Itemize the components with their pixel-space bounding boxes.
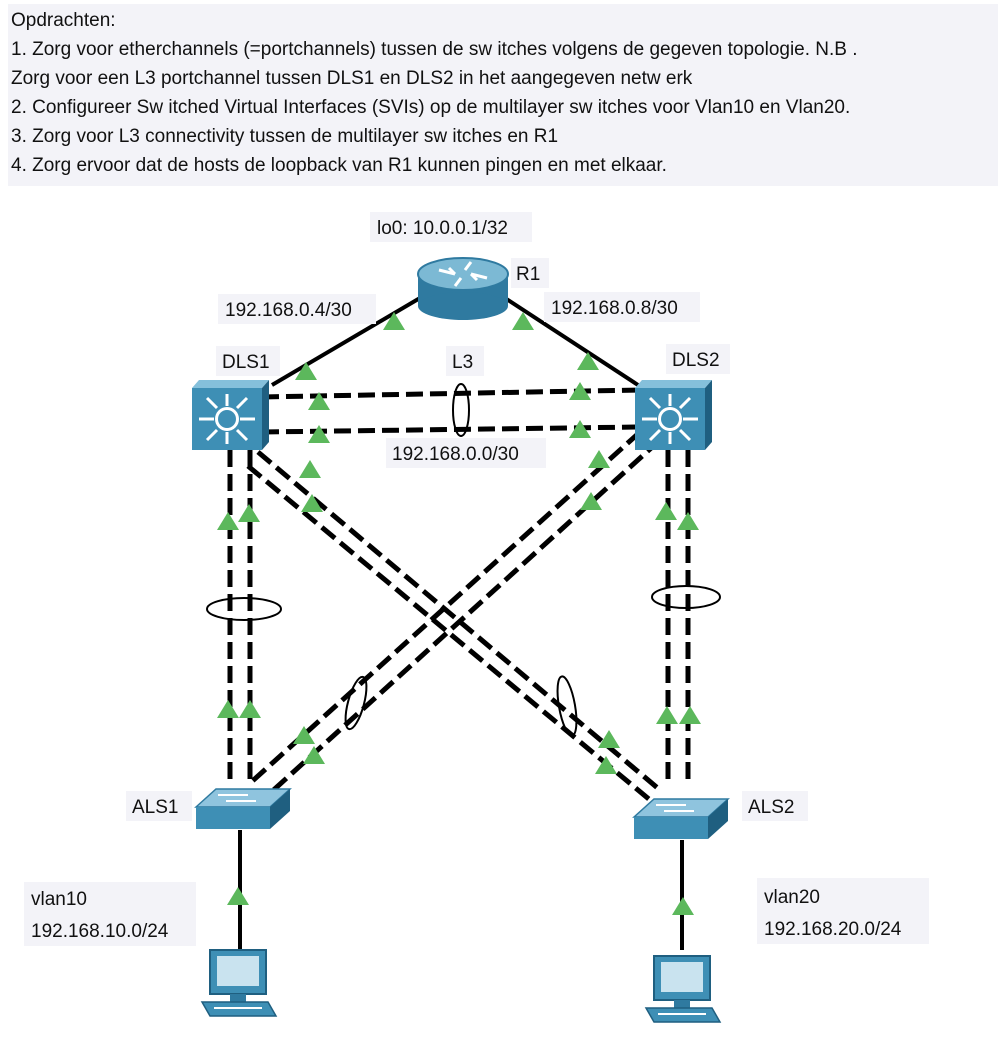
pc1-net-label: 192.168.10.0/24	[31, 921, 169, 942]
port-up-icon	[217, 700, 239, 718]
pc-icon	[645, 955, 721, 1023]
instruction-line: 4. Zorg ervoor dat de hosts de loopback …	[11, 155, 667, 176]
instruction-line: 1. Zorg voor etherchannels (=portchannel…	[11, 39, 858, 60]
pc2-net-label: 192.168.20.0/24	[764, 919, 902, 940]
port-up-icon	[598, 730, 620, 748]
port-up-icon	[677, 512, 699, 530]
r1-loopback-label: lo0: 10.0.0.1/32	[377, 218, 508, 239]
port-up-icon	[383, 312, 405, 330]
port-up-icon	[299, 460, 321, 478]
port-up-icon	[227, 887, 249, 905]
port-up-icon	[672, 897, 694, 915]
port-up-icon	[239, 700, 261, 718]
etherchannel-dls2-als2	[651, 585, 721, 609]
als2-name-label: ALS2	[748, 797, 794, 818]
port-up-icon	[217, 512, 239, 530]
instruction-line: 2. Configureer Sw itched Virtual Interfa…	[11, 97, 851, 118]
link-r1-dls2	[503, 296, 640, 387]
etherchannel-dls1-als2	[556, 675, 578, 737]
r1-dls2-net-label: 192.168.0.8/30	[551, 298, 678, 319]
port-up-icon	[569, 382, 591, 400]
port-up-icon	[595, 756, 617, 774]
port-up-icon	[679, 706, 701, 724]
switch-icon	[633, 798, 729, 840]
port-up-icon	[656, 706, 678, 724]
multilayer-switch-icon	[633, 378, 714, 452]
instruction-line: Zorg voor een L3 portchannel tussen DLS1…	[11, 68, 693, 89]
dls2-name-label: DLS2	[672, 350, 720, 371]
port-up-icon	[580, 492, 602, 510]
r1-name-label: R1	[516, 264, 540, 285]
instructions-heading: Opdrachten:	[11, 10, 116, 31]
dls-l3-tag-label: L3	[452, 352, 473, 373]
port-up-icon	[655, 502, 677, 520]
port-up-icon	[577, 352, 599, 370]
instructions-box	[8, 4, 998, 186]
etherchannel-dls2-als1	[344, 675, 368, 731]
port-up-icon	[308, 425, 330, 443]
link-dls2-als1-b	[266, 438, 662, 797]
switch-icon	[195, 788, 291, 830]
link-dls1-als2-b	[246, 464, 652, 802]
dls-l3-net-label: 192.168.0.0/30	[392, 444, 519, 465]
etherchannel-dls1-dls2	[452, 383, 470, 437]
port-up-icon	[588, 450, 610, 468]
port-up-icon	[295, 362, 317, 380]
pc2-vlan-label: vlan20	[764, 887, 820, 908]
multilayer-switch-icon	[190, 378, 271, 452]
port-up-icon	[303, 746, 325, 764]
port-up-icon	[308, 392, 330, 410]
port-up-icon	[301, 494, 323, 512]
port-up-icon	[512, 312, 534, 330]
pc-icon	[201, 949, 277, 1017]
link-r1-dls1	[270, 296, 422, 387]
port-up-icon	[238, 504, 260, 522]
dls1-name-label: DLS1	[222, 352, 270, 373]
pc1-vlan-label: vlan10	[31, 889, 87, 910]
link-dls1-als2-a	[256, 450, 662, 792]
etherchannel-dls1-als1	[206, 597, 282, 621]
port-up-icon	[293, 726, 315, 744]
r1-dls1-net-label: 192.168.0.4/30	[225, 300, 352, 321]
als1-name-label: ALS1	[132, 797, 178, 818]
port-up-icon	[569, 420, 591, 438]
link-dls2-als1-a	[246, 430, 642, 787]
router-icon	[416, 256, 510, 322]
instruction-line: 3. Zorg voor L3 connectivity tussen de m…	[11, 126, 559, 147]
